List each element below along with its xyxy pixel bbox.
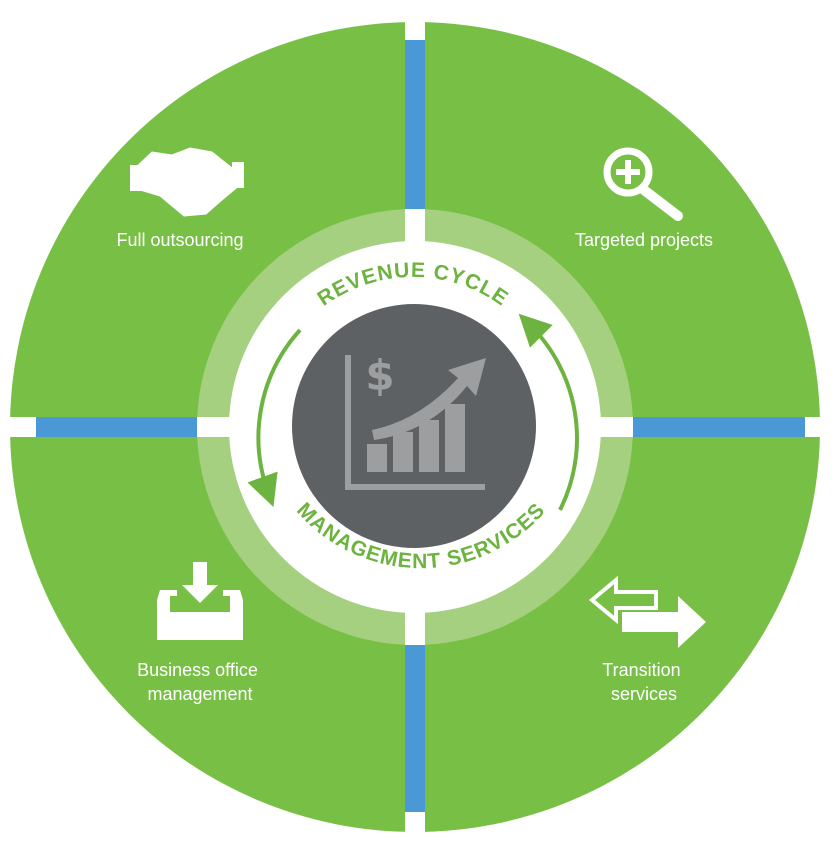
- cycle-arrow-left: [247, 328, 302, 508]
- cycle-arrow-right: [518, 313, 579, 511]
- quadrant-label-business-office-line2: management: [147, 684, 252, 704]
- quadrant-label-targeted-projects: Targeted projects: [575, 230, 713, 250]
- divider-bottom: [405, 632, 425, 832]
- divider-right: [625, 417, 825, 437]
- quadrant-label-business-office-line1: Business office: [137, 660, 258, 680]
- quadrant-label-transition-line1: Transition: [602, 660, 680, 680]
- svg-text:Business office management: Business office management: [137, 660, 263, 704]
- quadrant-label-transition-line2: services: [611, 684, 677, 704]
- dollar-growth-chart-icon: $: [345, 351, 486, 490]
- divider-left: [8, 417, 208, 437]
- inbox-download-icon: [157, 562, 243, 640]
- svg-text:Transition services: Transition services: [602, 660, 685, 704]
- divider-top: [405, 22, 425, 222]
- transfer-arrows-icon: [588, 575, 706, 648]
- handshake-icon: [130, 147, 244, 217]
- magnifier-plus-icon: [603, 147, 683, 221]
- quadrant-label-full-outsourcing: Full outsourcing: [116, 230, 243, 250]
- svg-text:$: $: [365, 351, 394, 400]
